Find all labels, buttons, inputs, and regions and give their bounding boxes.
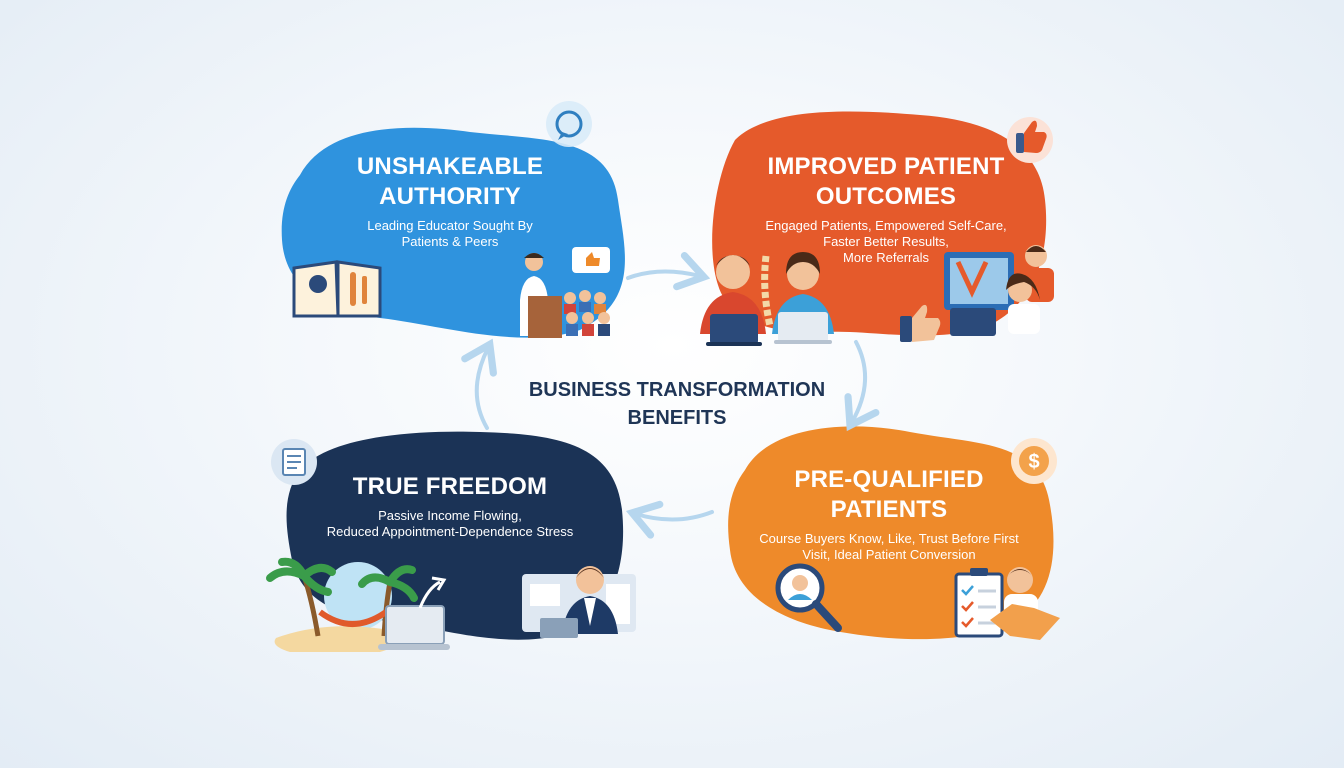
- outcomes-description-line1: Engaged Patients, Empowered Self-Care,: [765, 218, 1007, 233]
- center-title-line2: BENEFITS: [627, 407, 727, 429]
- arrow-outcomes-to-prequalified: [844, 340, 880, 432]
- outcomes-card: IMPROVED PATIENT OUTCOMES Engaged Patien…: [736, 152, 1036, 266]
- prequalified-description-line2: Visit, Ideal Patient Conversion: [802, 547, 976, 562]
- arrow-freedom-to-authority: [461, 338, 497, 430]
- open-book-icon: [292, 260, 382, 318]
- center-title: BUSINESS TRANSFORMATION BENEFITS: [472, 376, 882, 432]
- outcomes-description-line3: More Referrals: [843, 250, 929, 265]
- authority-description-line1: Leading Educator Sought By: [367, 218, 533, 233]
- thumbs-up-icon: [1007, 117, 1053, 163]
- authority-title-line1: UNSHAKEABLE: [356, 153, 544, 180]
- freedom-description-line2: Reduced Appointment-Dependence Stress: [326, 524, 574, 539]
- family-with-tablet-illustration: [900, 245, 1054, 342]
- speech-bubble-icon: [546, 101, 592, 147]
- lecturer-podium-illustration: [520, 247, 610, 338]
- laptop-chart-icon: [378, 576, 450, 650]
- outcomes-description-line2: Faster Better Results,: [823, 234, 949, 249]
- money-icon: [271, 439, 317, 485]
- outcomes-title-line1: IMPROVED PATIENT: [767, 153, 1005, 180]
- authority-card: UNSHAKEABLE AUTHORITY Leading Educator S…: [320, 152, 580, 250]
- dollar-icon: $: [1011, 438, 1057, 484]
- patients-with-laptops-illustration: [700, 252, 834, 346]
- center-title-line1: BUSINESS TRANSFORMATION: [528, 379, 826, 401]
- outcomes-title-line2: OUTCOMES: [815, 183, 957, 210]
- arrow-prequalified-to-freedom: [625, 500, 714, 539]
- prequalified-description-line1: Course Buyers Know, Like, Trust Before F…: [759, 531, 1019, 546]
- freedom-title: TRUE FREEDOM: [352, 473, 548, 500]
- arrow-authority-to-outcomes: [626, 252, 711, 291]
- beach-hammock-illustration: [266, 557, 418, 652]
- prequalified-card: PRE-QUALIFIED PATIENTS Course Buyers Kno…: [744, 465, 1034, 563]
- freedom-description-line1: Passive Income Flowing,: [378, 508, 522, 523]
- authority-title-line2: AUTHORITY: [379, 183, 521, 210]
- authority-description-line2: Patients & Peers: [401, 234, 499, 249]
- prequalified-title-line2: PATIENTS: [830, 496, 948, 523]
- businessman-dashboard-illustration: [522, 566, 636, 638]
- checklist-handshake-illustration: [954, 567, 1060, 640]
- prequalified-title-line1: PRE-QUALIFIED: [794, 466, 984, 493]
- svg-text:$: $: [1028, 451, 1039, 473]
- freedom-card: TRUE FREEDOM Passive Income Flowing, Red…: [318, 472, 582, 540]
- magnifying-glass-icon: [775, 563, 842, 632]
